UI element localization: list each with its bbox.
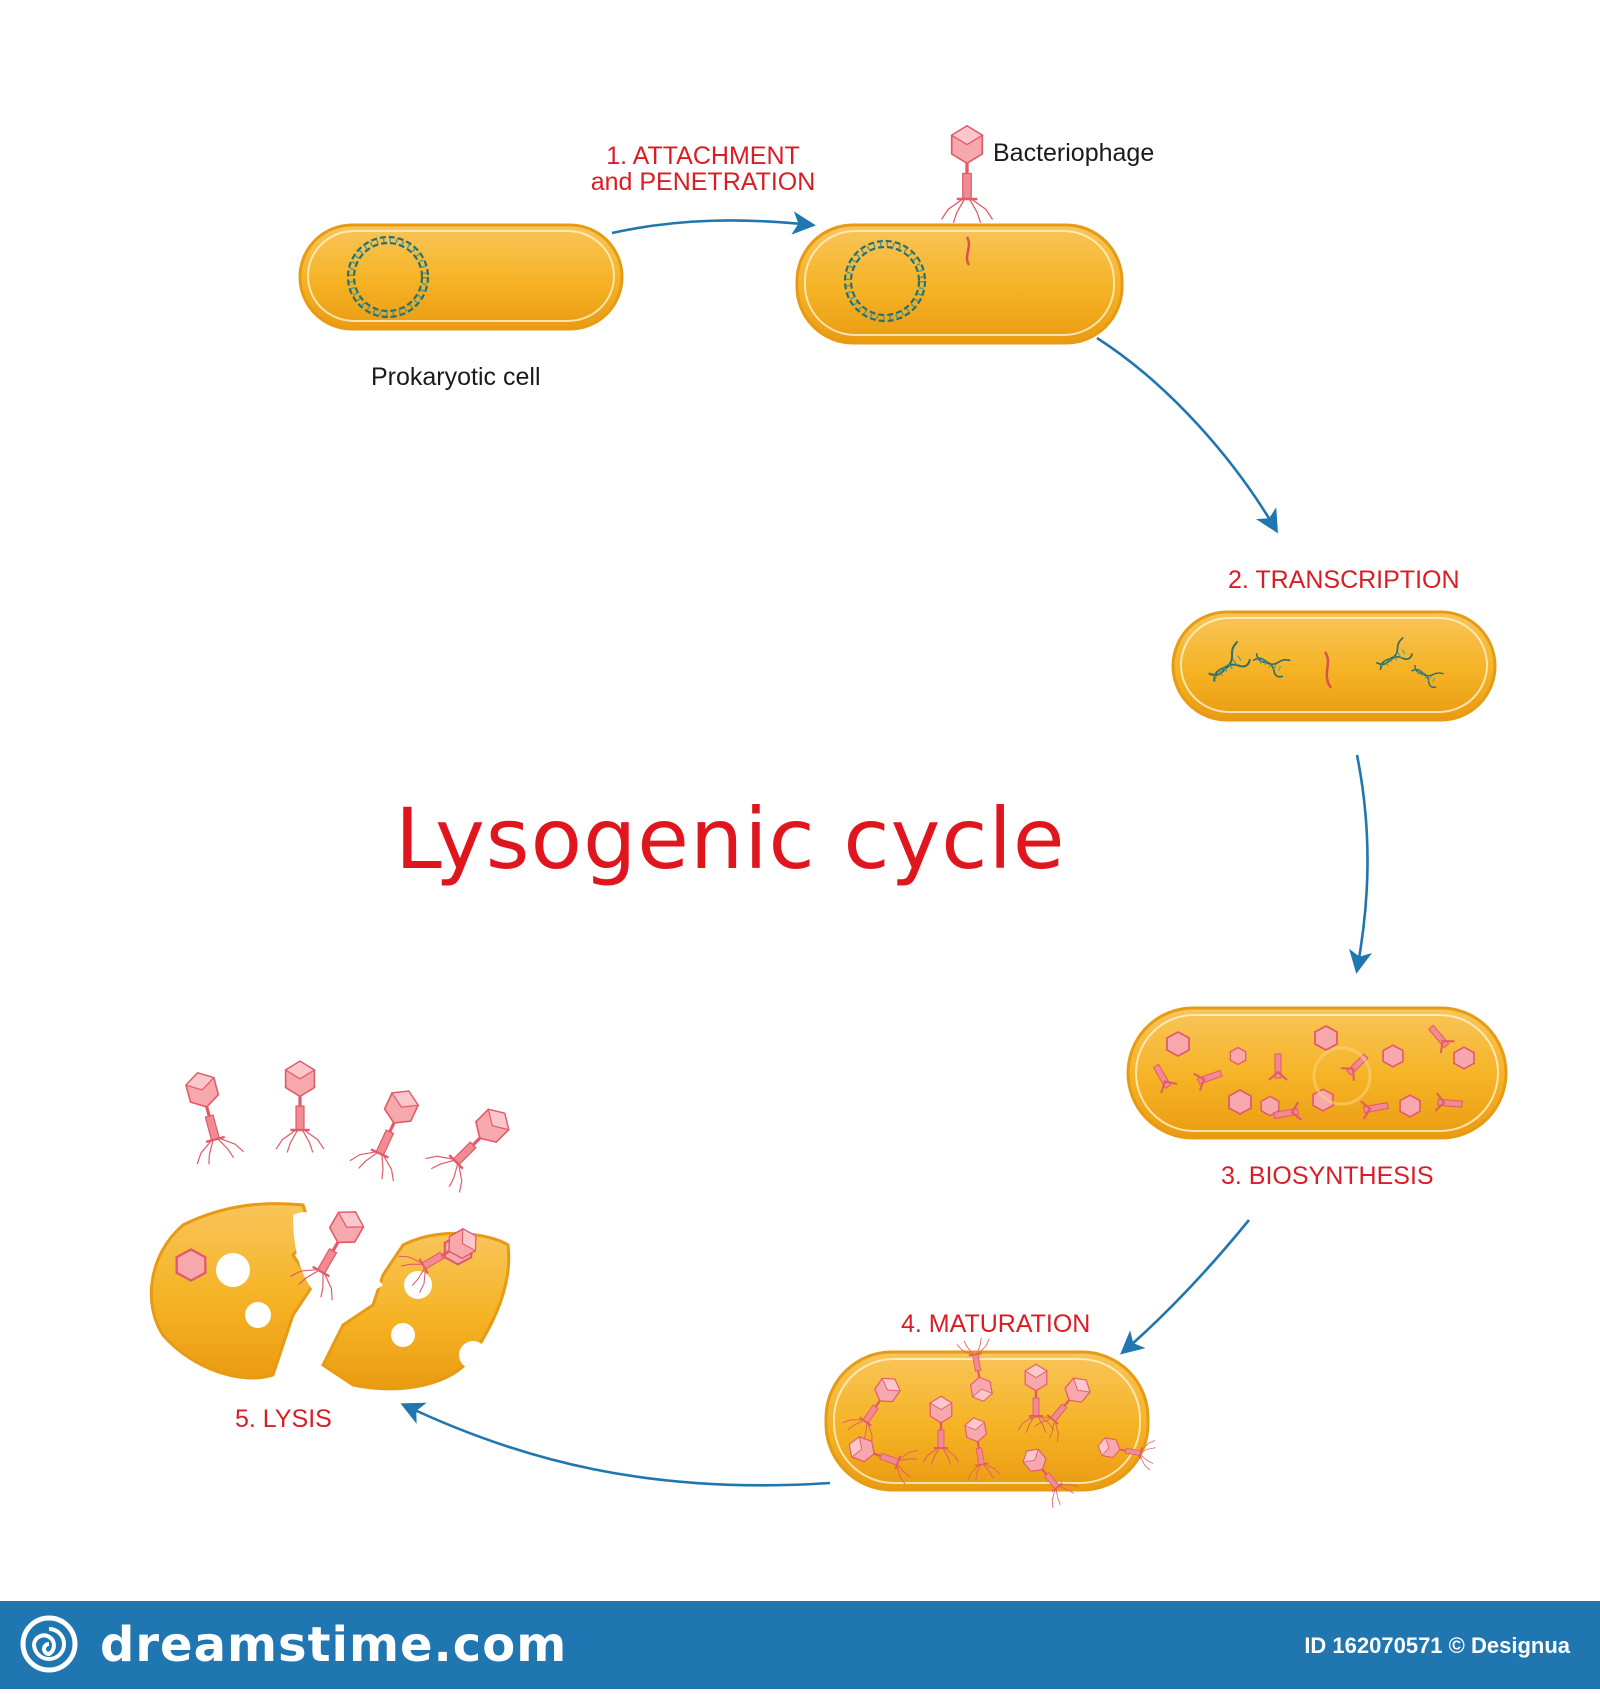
arrow-1-to-2 [611, 211, 816, 235]
capsid-icon [1382, 1044, 1404, 1068]
dreamstime-logo-icon [20, 1615, 78, 1673]
capsid-icon [1166, 1031, 1190, 1057]
viral-dna-icon [1323, 651, 1333, 689]
prokaryotic-cell-label: Prokaryotic cell [371, 363, 541, 391]
footer-brand[interactable]: dreamstime.com [100, 1617, 568, 1673]
lysis-hole [459, 1341, 487, 1369]
lysis-hole [245, 1302, 271, 1328]
bacteriophage-icon [939, 124, 995, 225]
step-1-label-line1: 1. ATTACHMENT [606, 142, 800, 170]
capsid-icon [1453, 1046, 1475, 1070]
step-1-label-line2: and PENETRATION [590, 168, 816, 197]
step-2-label: 2. TRANSCRIPTION [1228, 566, 1460, 594]
arrow-2-to-3 [1096, 336, 1278, 534]
lysis-hole [391, 1323, 415, 1347]
step-4-label: 4. MATURATION [901, 1310, 1091, 1338]
injected-dna-icon [965, 236, 971, 266]
diagram-title: Lysogenic cycle [395, 790, 1066, 888]
step-5-label: 5. LYSIS [235, 1405, 332, 1433]
capsid-icon [1229, 1046, 1247, 1066]
prokaryotic-cell [298, 223, 624, 331]
released-phage-icon [346, 1079, 433, 1186]
transcription-cell [1171, 610, 1497, 722]
released-phage-icon [172, 1065, 247, 1169]
bacteriophage-label: Bacteriophage [993, 139, 1155, 167]
capsid-icon [1399, 1094, 1421, 1118]
capsid-icon [175, 1248, 207, 1282]
watermark-footer: dreamstime.com ID 162070571 © Designua [0, 1601, 1600, 1689]
lysis-hole [404, 1271, 432, 1299]
step-1-label: 1. ATTACHMENT and PENETRATION [588, 143, 818, 196]
arrow-4-to-5 [1120, 1219, 1251, 1355]
footer-image-id: ID 162070571 © Designua [1304, 1633, 1570, 1658]
released-phage-icon [274, 1059, 326, 1155]
circular-dna-icon [843, 239, 927, 323]
lysis-hole [216, 1253, 250, 1287]
arrow-3-to-4 [1349, 754, 1373, 974]
step-3-label: 3. BIOSYNTHESIS [1221, 1162, 1434, 1190]
arrow-5-to-6 [400, 1402, 831, 1487]
capsid-icon [1228, 1089, 1252, 1115]
lysed-cell [149, 1202, 511, 1391]
attachment-cell [795, 223, 1124, 345]
maturation-cell [824, 1335, 1158, 1511]
circular-dna-icon [346, 235, 430, 319]
released-phage-icon [421, 1094, 524, 1197]
biosynthesis-cell [1126, 1006, 1508, 1140]
capsid-icon [1314, 1025, 1338, 1051]
